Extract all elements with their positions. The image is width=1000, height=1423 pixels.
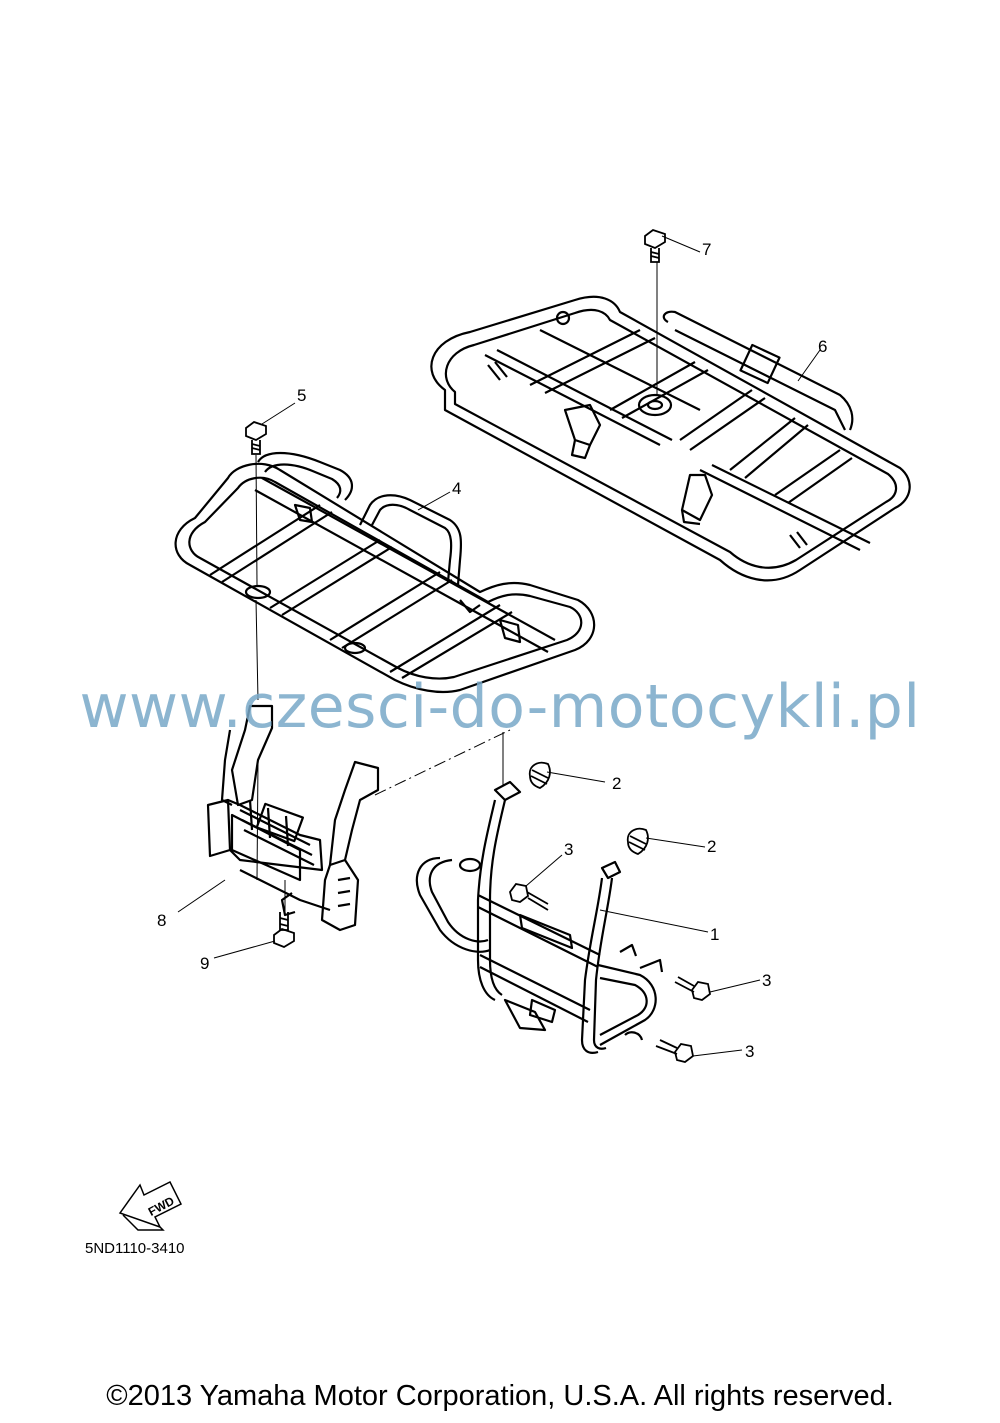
leader-lines	[177, 235, 821, 1057]
callout-5: 5	[297, 386, 306, 405]
callout-1: 1	[710, 925, 719, 944]
callout-3b: 3	[762, 971, 771, 990]
rear-carrier	[430, 295, 911, 582]
callout-3c: 3	[745, 1042, 754, 1061]
callout-7: 7	[702, 240, 711, 259]
fwd-arrow-icon: FWD	[118, 1180, 183, 1231]
callout-6: 6	[818, 337, 827, 356]
callout-4: 4	[452, 479, 461, 498]
diagram-part-code: 5ND1110-3410	[85, 1240, 185, 1257]
callout-3a: 3	[564, 840, 573, 859]
fwd-label: FWD	[146, 1194, 177, 1219]
callout-8: 8	[157, 911, 166, 930]
front-carrier	[174, 452, 596, 694]
callout-2a: 2	[612, 774, 621, 793]
front-bumper	[415, 780, 664, 1054]
callout-9: 9	[200, 954, 209, 973]
callouts: 1 2 2 3 3 3 4 5 6 7 8 9	[157, 240, 827, 1061]
callout-2b: 2	[707, 837, 716, 856]
watermark: www.czesci-do-motocykli.pl	[79, 672, 921, 742]
assembly-lines	[255, 262, 658, 915]
copyright-notice: ©2013 Yamaha Motor Corporation, U.S.A. A…	[106, 1380, 894, 1412]
front-guard	[206, 704, 380, 932]
